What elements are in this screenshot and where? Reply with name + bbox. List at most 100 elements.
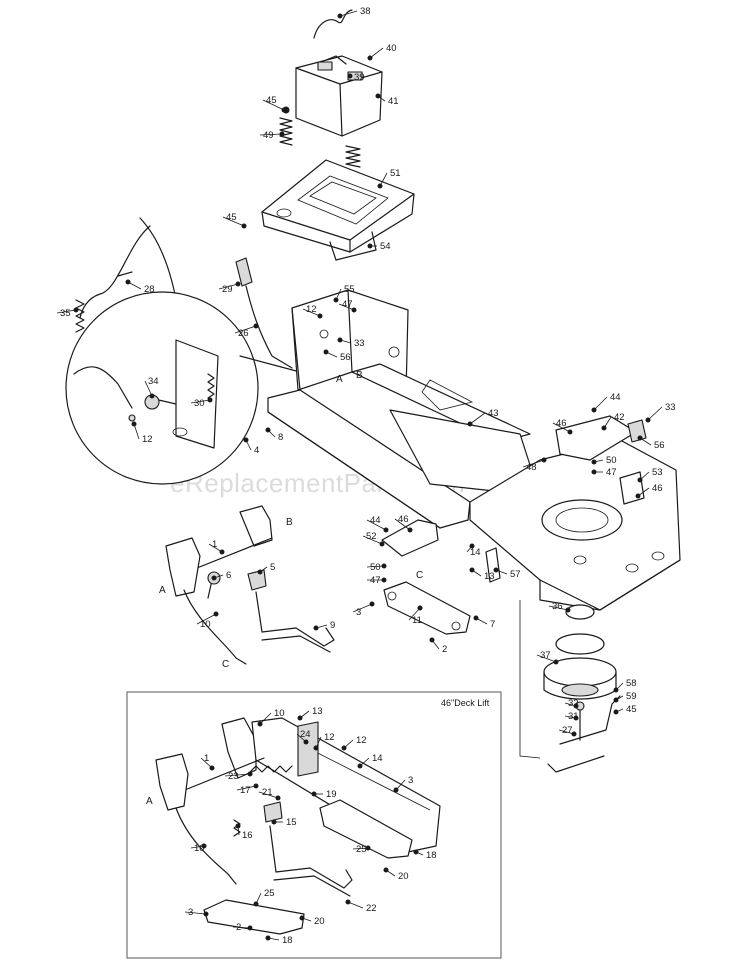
callout-number-43: 43 [488,408,499,419]
callout-number-42: 42 [614,412,625,423]
callout-number-25: 25 [264,888,275,899]
callout-number-37: 37 [540,650,551,661]
callout-number-16: 16 [242,830,253,841]
callout-number-3: 3 [188,907,193,918]
callout-number-1: 1 [204,753,209,764]
callout-number-10: 10 [200,619,211,630]
callout-target-dot [257,569,263,575]
callout-target-dot [469,567,475,573]
callout-number-22: 22 [366,903,377,914]
callout-target-dot [253,901,259,907]
callout-target-dot [281,107,287,113]
callout-number-39: 39 [354,72,365,83]
callout-number-50: 50 [370,562,381,573]
leader-line [469,412,486,425]
callout-target-dot [337,13,343,19]
callout-target-dot [367,243,373,249]
deck-lift-assembly-part [155,717,441,935]
pulley-assembly-part [519,600,621,773]
leader-line [522,459,545,468]
callout-number-45: 45 [226,212,237,223]
leader-line [56,309,77,314]
callout-number-24: 24 [300,729,311,740]
callout-number-56: 56 [654,440,665,451]
callout-number-44: 44 [610,392,621,403]
callout-number-12: 12 [356,735,367,746]
link-part-57 [485,547,501,583]
callout-target-dot [253,783,259,789]
callout-target-dot [613,709,619,715]
callout-target-dot [311,791,317,797]
callout-number-56: 56 [340,352,351,363]
leader-line [144,380,153,397]
callout-target-dot [381,577,387,583]
callout-target-dot [591,459,597,465]
callout-number-59: 59 [626,691,637,702]
callout-target-dot [351,307,357,313]
callout-number-27: 27 [562,725,573,736]
leader-line [236,785,257,791]
callout-target-dot [469,543,475,549]
callout-target-dot [645,417,651,423]
callout-target-dot [429,637,435,643]
detail-zoom-circle [65,291,301,485]
callout-target-dot [377,183,383,189]
callout-number-6: 6 [226,570,231,581]
callout-number-40: 40 [386,43,397,54]
leader-line [190,399,211,404]
callout-target-dot [369,601,375,607]
callout-target-dot [219,549,225,555]
callout-number-30: 30 [194,398,205,409]
callout-number-34: 34 [148,376,159,387]
callout-number-23: 23 [228,771,239,782]
callout-target-dot [333,297,339,303]
callout-number-8: 8 [278,432,283,443]
callout-target-dot [317,313,323,319]
callout-target-dot [613,687,619,693]
callout-number-2: 2 [442,644,447,655]
callout-target-dot [393,787,399,793]
callout-target-dot [383,527,389,533]
leader-line [558,729,575,735]
reference-letter-A: A [146,796,153,807]
callout-target-dot [541,457,547,463]
callout-number-31: 31 [568,711,579,722]
callout-target-dot [313,745,319,751]
callout-target-dot [209,765,215,771]
inset-title: 46"Deck Lift [441,698,490,708]
spring-part-49 [279,106,293,146]
leader-line [548,605,569,611]
callout-number-12: 12 [306,304,317,315]
battery-tray-part [261,159,415,261]
callout-target-dot [299,915,305,921]
leader-line [536,654,557,663]
callout-target-dot [297,715,303,721]
callout-number-4: 4 [254,445,259,456]
callout-target-dot [341,745,347,751]
callout-number-25: 25 [356,844,367,855]
callout-target-dot [125,279,131,285]
battery-part [295,55,383,137]
callout-number-7: 7 [490,619,495,630]
callout-number-12: 12 [324,732,335,743]
callout-target-dot [323,349,329,355]
callout-number-51: 51 [390,168,401,179]
leader-line [552,422,571,433]
leader-line [362,535,383,545]
leader-line [218,283,239,290]
callout-number-2: 2 [236,922,241,933]
leader-line [338,303,355,311]
leader-line [196,613,217,625]
callout-target-dot [417,605,423,611]
callout-number-15: 15 [286,817,297,828]
reference-letter-B: B [286,517,293,528]
leader-lines [56,10,663,941]
callout-number-55: 55 [344,284,355,295]
callout-target-dot [553,659,559,665]
leader-line [647,406,663,421]
callout-number-52: 52 [366,531,377,542]
callout-target-dot [149,393,155,399]
callout-target-dot [613,697,619,703]
callout-number-20: 20 [314,916,325,927]
callout-number-9: 9 [330,620,335,631]
